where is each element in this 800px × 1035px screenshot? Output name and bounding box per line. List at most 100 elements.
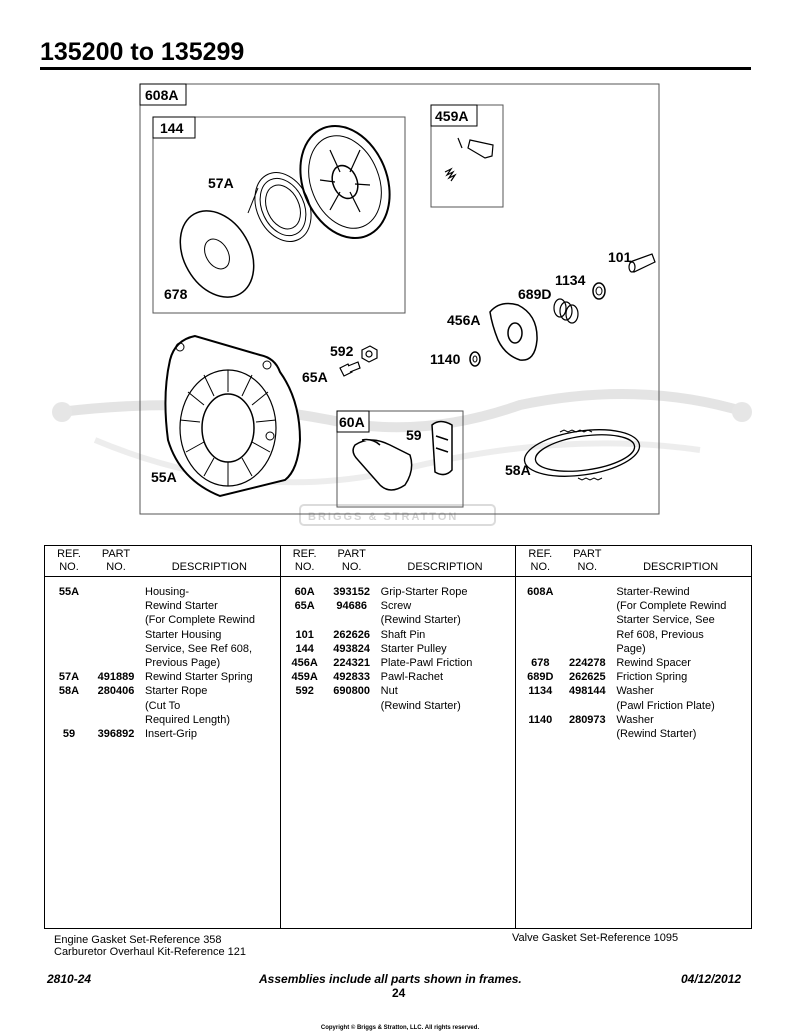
- table-row: 678 224278 Rewind Spacer: [516, 656, 751, 670]
- part-number: 493824: [333, 642, 371, 655]
- ref-number: 459A: [291, 671, 318, 684]
- ref-number: 1140: [528, 713, 553, 726]
- ref-number: [45, 613, 93, 627]
- ref-number: 608A: [527, 586, 554, 598]
- part-description: Starter Pulley: [380, 642, 447, 655]
- frame-459a-label: 459A: [435, 108, 468, 124]
- table-row: Starter Service, See: [516, 613, 751, 627]
- part-description: Page): [616, 642, 646, 655]
- nut-592: [361, 345, 378, 363]
- part-number: 224278: [568, 657, 606, 670]
- part-number: 280406: [97, 685, 135, 698]
- housing-55a: [164, 334, 302, 498]
- table-row: (Pawl Friction Plate): [516, 699, 751, 713]
- part-number: [564, 599, 610, 613]
- watermark-badge: BRIGGS & STRATTON: [308, 511, 458, 523]
- part-description: Rewind Starter Spring: [145, 671, 253, 684]
- part-number: [329, 613, 375, 627]
- part-number: [93, 585, 139, 599]
- pawl-rachet-459a: [444, 137, 494, 182]
- part-number: [564, 613, 610, 627]
- table-row: (Rewind Starter): [281, 699, 516, 713]
- part-number: 690800: [333, 685, 371, 698]
- table-row: (For Complete Rewind: [45, 613, 280, 627]
- rewind-spacer-678: [179, 210, 255, 298]
- ref-number: [281, 613, 329, 627]
- callout-689d: 689D: [518, 286, 551, 302]
- table-row: Previous Page): [45, 656, 280, 670]
- ref-number: 65A: [294, 600, 315, 613]
- part-number: 94686: [336, 600, 367, 613]
- ref-number: 59: [62, 728, 76, 741]
- ref-number: 57A: [58, 671, 80, 684]
- table-row: 65A 94686 Screw: [281, 599, 516, 613]
- part-description: Pawl-Rachet: [380, 671, 444, 684]
- title-rule: [40, 67, 751, 70]
- part-description: (Cut To: [145, 699, 181, 712]
- part-number: [93, 699, 139, 713]
- ref-number: [516, 642, 564, 656]
- callout-101: 101: [608, 249, 632, 265]
- table-row: Page): [516, 642, 751, 656]
- part-description: Screw: [380, 600, 412, 613]
- exploded-parts-diagram: BRIGGS & STRATTON 608A 144 459A 60A: [52, 83, 752, 526]
- insert-grip-59: [431, 420, 453, 476]
- frame-608a-label: 608A: [145, 87, 178, 103]
- part-description: Rewind Spacer: [616, 657, 691, 670]
- part-description: (Rewind Starter): [380, 699, 461, 712]
- callout-57a: 57A: [208, 175, 234, 191]
- screw-65a: [339, 361, 361, 377]
- part-description: Previous Page): [145, 657, 221, 670]
- part-description: Insert-Grip: [145, 728, 197, 741]
- starter-rope-grip-60a: [352, 438, 413, 491]
- table-row: 608A Starter-Rewind: [516, 585, 751, 599]
- part-description: Service, See Ref 608,: [145, 642, 253, 655]
- part-number: 262625: [568, 671, 606, 684]
- footer-note-engine-gasket: Engine Gasket Set-Reference 358: [54, 934, 222, 946]
- table-row: Starter Housing: [45, 628, 280, 642]
- part-description: Housing-: [145, 586, 190, 598]
- part-description: (Rewind Starter): [616, 728, 697, 741]
- shaft-pin-101: [628, 253, 656, 273]
- ref-number: 456A: [291, 657, 318, 670]
- ref-number: [516, 699, 564, 713]
- ref-number: 678: [531, 657, 550, 670]
- copyright-notice: Copyright © Briggs & Stratton, LLC. All …: [320, 1025, 480, 1031]
- document-code: 2810-24: [47, 972, 92, 986]
- part-number: [93, 713, 139, 727]
- ref-number: 101: [295, 628, 314, 641]
- footer-note-valve-gasket: Valve Gasket Set-Reference 1095: [512, 932, 679, 944]
- frame-60a: [336, 410, 464, 508]
- part-description: (For Complete Rewind: [145, 614, 256, 627]
- callout-592: 592: [330, 343, 354, 359]
- part-description: (For Complete Rewind: [616, 600, 727, 613]
- callout-58a: 58A: [505, 462, 531, 478]
- part-description: Starter-Rewind: [616, 586, 690, 598]
- frame-60a-label: 60A: [339, 414, 365, 430]
- pawl-friction-plate-456a: [489, 302, 538, 361]
- frame-144-label: 144: [160, 120, 184, 136]
- part-description: Starter Rope: [145, 685, 208, 698]
- table-row: Required Length): [45, 713, 280, 727]
- ref-number: 689D: [527, 671, 554, 684]
- part-number: [93, 656, 139, 670]
- ref-number: [45, 642, 93, 656]
- callout-456a: 456A: [447, 312, 480, 328]
- ref-number: [45, 713, 93, 727]
- ref-number: [516, 628, 564, 642]
- callout-55a: 55A: [151, 469, 177, 485]
- table-row: (Cut To: [45, 699, 280, 713]
- ref-number: 144: [295, 642, 314, 655]
- starter-rope-58a: [523, 429, 641, 481]
- ref-number: [45, 699, 93, 713]
- ref-number: [45, 656, 93, 670]
- part-number: 498144: [568, 685, 606, 698]
